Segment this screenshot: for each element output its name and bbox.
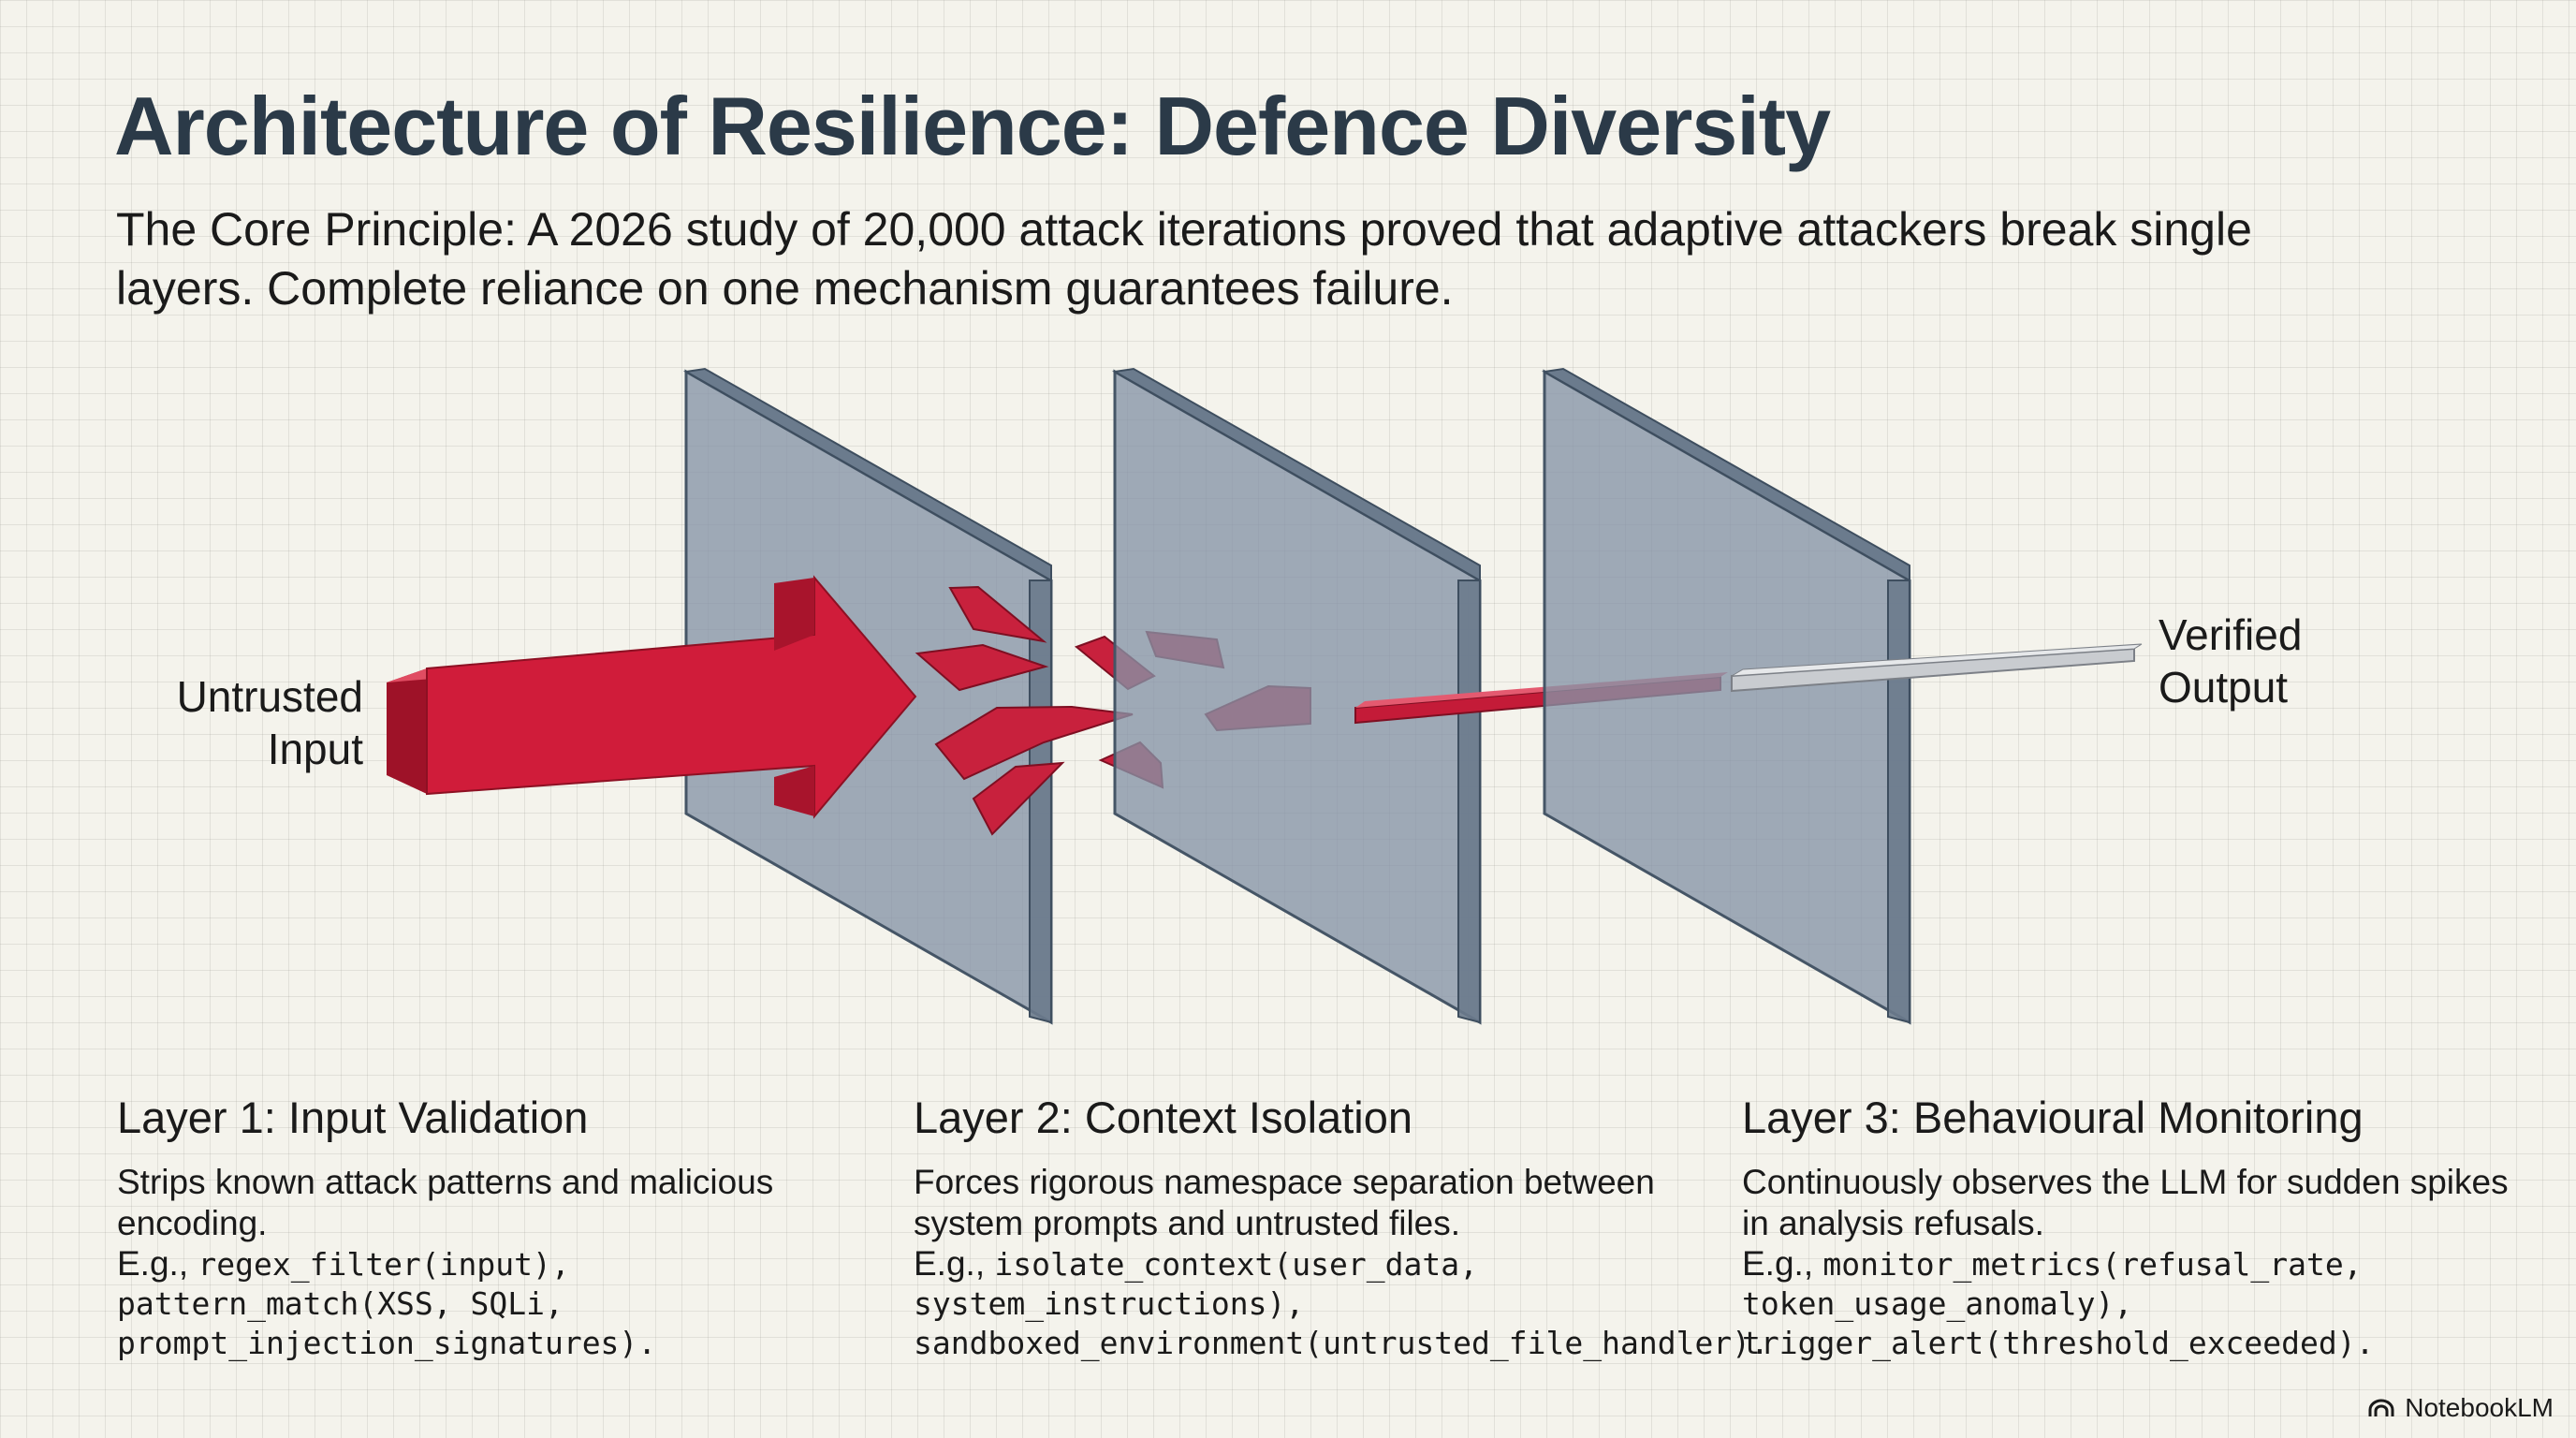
untrusted-input-label: Untrusted Input [176,672,363,773]
layer-1-heading: Layer 1: Input Validation [117,1093,589,1142]
layer-1-example-code: regex_filter(input), pattern_match(XSS, … [117,1246,657,1361]
defence-panel-2 [1112,367,1482,1025]
layer-2-example: E.g., isolate_context(user_data, system_… [914,1244,1769,1363]
layer-1-example: E.g., regex_filter(input), pattern_match… [117,1244,903,1363]
defence-panel-3 [1542,367,1911,1025]
layer-2-column: Layer 2: Context Isolation Forces rigoro… [914,1092,1769,1363]
layer-3-example-prefix: E.g., [1742,1244,1823,1283]
layer-2-example-code: isolate_context(user_data, system_instru… [914,1246,1769,1361]
layer-3-column: Layer 3: Behavioural Monitoring Continuo… [1742,1092,2528,1363]
layer-1-example-prefix: E.g., [117,1244,198,1283]
layer-2-heading: Layer 2: Context Isolation [914,1093,1412,1142]
layer-3-example: E.g., monitor_metrics(refusal_rate, toke… [1742,1244,2528,1363]
attack-arrow [387,575,917,819]
layer-1-column: Layer 1: Input Validation Strips known a… [117,1092,903,1363]
layer-3-heading: Layer 3: Behavioural Monitoring [1742,1093,2364,1142]
notebooklm-brand: NotebookLM [2367,1393,2554,1423]
verified-output-label: Verified Output [2159,610,2303,712]
brand-name: NotebookLM [2405,1393,2554,1422]
notebooklm-logo-icon [2368,1399,2394,1416]
verified-output-beam [1731,643,2143,693]
layer-2-description: Forces rigorous namespace separation bet… [914,1163,1655,1242]
page-title: Architecture of Resilience: Defence Dive… [114,80,1831,172]
layer-2-example-prefix: E.g., [914,1244,995,1283]
layer-3-example-code: monitor_metrics(refusal_rate, token_usag… [1742,1246,2375,1361]
layer-1-description: Strips known attack patterns and malicio… [117,1163,774,1242]
layer-3-description: Continuously observes the LLM for sudden… [1742,1163,2509,1242]
core-principle-text: The Core Principle: A 2026 study of 20,0… [116,203,2252,315]
